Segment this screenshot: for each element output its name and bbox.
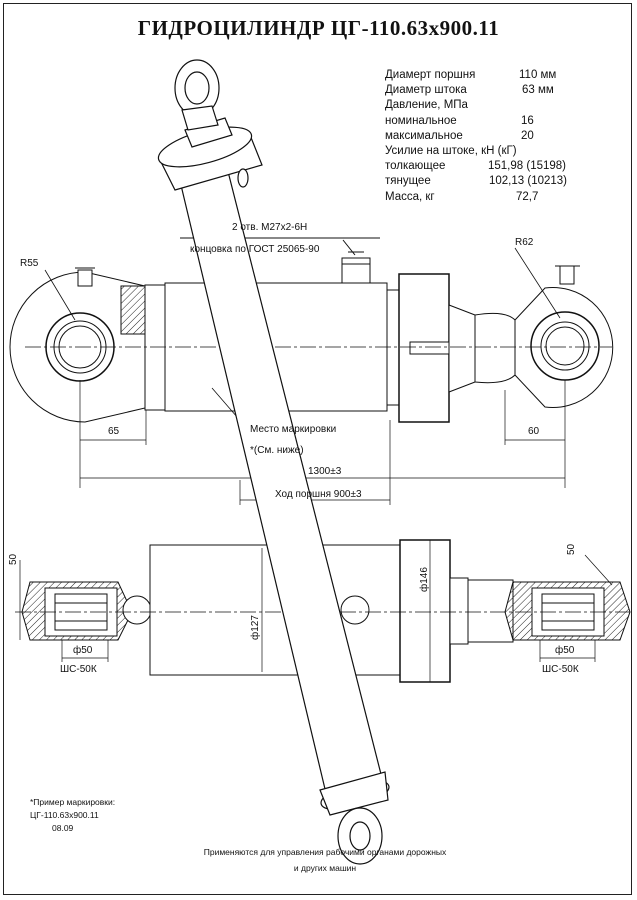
dia-127: ф127 [249,615,261,640]
side-view [9,237,614,505]
spec-label: тянущее [385,175,431,188]
stroke-length: Ход поршня 900±3 [275,489,362,500]
radius-left: R55 [20,258,39,269]
dim-60: 60 [528,426,540,437]
marking-example-code: ЦГ-110.63х900.11 [30,810,99,820]
marking-example: *Пример маркировки: ЦГ-110.63х900.11 08.… [30,796,115,835]
spec-label: Диаметр штока [385,84,467,97]
spec-label: номинальное [385,114,457,127]
spec-label: Усилие на штоке, кН (кГ) [385,144,517,157]
marking-example-heading: *Пример маркировки: [30,797,116,807]
spec-value: 16 [521,114,534,127]
length-total: 1300±3 [308,466,342,477]
drawing-title: ГИДРОЦИЛИНДР ЦГ-110.63х900.11 [137,16,500,40]
bearing-right: ШС-50К [542,664,579,675]
spec-table: Диамерт поршня 110 мм Диаметр штока 63 мм Да… [385,68,567,205]
dia-50-right: ф50 [555,644,575,656]
bearing-left: ШС-50К [60,664,97,675]
spec-label: максимальное [385,129,463,142]
ports-label: 2 отв. М27х2-6Н [232,222,307,233]
spec-label: толкающее [385,160,446,173]
spec-value: 72,7 [516,190,539,203]
spec-row: Давление, МПа [385,98,517,113]
spec-value: 110 мм [519,69,557,81]
spec-row: Диамерт поршня 110 мм [385,68,556,83]
marking-example-date: 08.09 [52,823,74,833]
spec-label: Давление, МПа [385,99,468,112]
width-50-left: 50 [8,553,19,565]
spec-row: толкающее 151,98 (15198) [385,159,566,174]
marking-ref: *(См. ниже) [250,445,304,456]
right-eye-section [504,581,631,641]
footer-line-2: и других машин [293,863,357,873]
spec-row: Усилие на штоке, кН (кГ) [385,144,517,159]
left-eye [9,267,152,423]
spec-row: максимальное 20 [385,129,534,144]
footer-line-1: Применяются для управления рабочими орга… [203,847,447,857]
spec-row: Диаметр штока 63 мм [385,83,554,98]
footer-note: Применяются для управления рабочими орга… [180,844,470,876]
cylinder-body [144,251,516,423]
spec-label: Масса, кг [385,190,435,203]
spec-row: номинальное 16 [385,114,534,129]
drawing-frame [3,3,632,895]
spec-row: Масса, кг 72,7 [385,190,538,205]
right-eye [514,265,614,408]
left-eye-section [21,581,152,641]
spec-label: Диамерт поршня [385,69,476,81]
cylinder-perspective [157,59,390,865]
marking-place: Место маркировки [250,424,336,435]
spec-row: тянущее 102,13 (10213) [385,174,567,189]
width-50-right: 50 [566,543,577,555]
spec-value: 151,98 (15198) [488,160,567,173]
dia-50-left: ф50 [73,644,93,656]
dim-65: 65 [108,426,120,437]
spec-value: 102,13 (10213) [489,175,568,188]
spec-value: 20 [521,129,534,142]
dia-146: ф146 [418,567,430,592]
spec-value: 63 мм [522,84,554,97]
ports-standard: концовка по ГОСТ 25065-90 [190,244,320,255]
radius-right: R62 [515,237,534,248]
